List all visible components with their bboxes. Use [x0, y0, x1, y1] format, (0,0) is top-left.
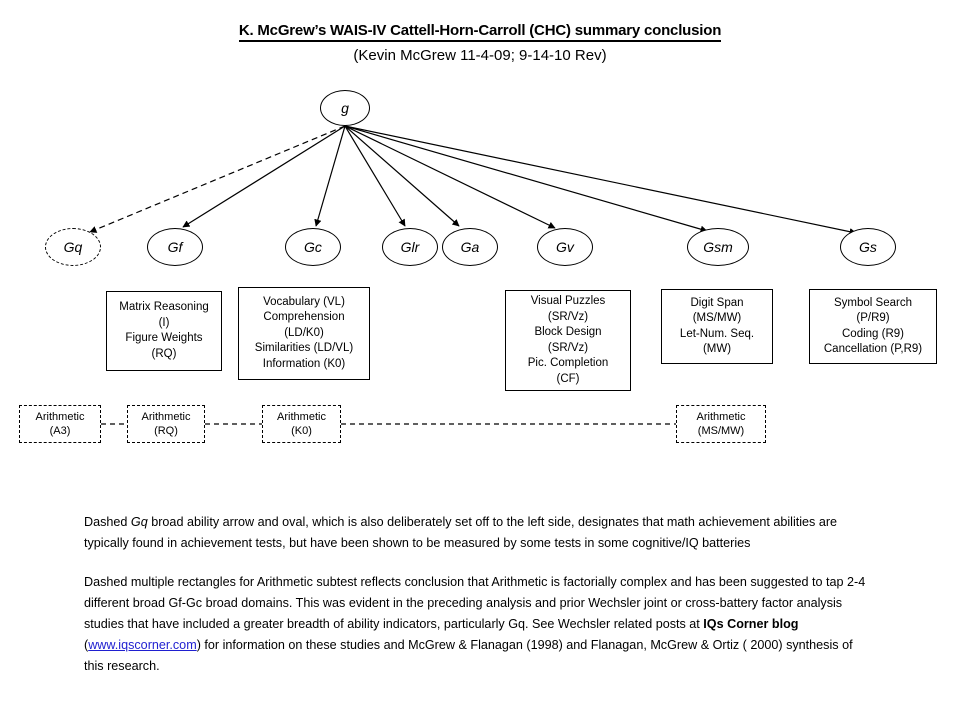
subtest-line: Block Design [534, 326, 602, 338]
node-ga[interactable]: Ga [442, 228, 498, 266]
subtest-line: (SR/Vz) [547, 310, 589, 323]
node-glr-label: Glr [400, 239, 420, 255]
subtest-line: Symbol Search [834, 296, 912, 309]
node-gsm-label: Gsm [703, 239, 733, 255]
subtest-line: Coding (R9) [842, 327, 904, 340]
edge-g-to-gf [182, 125, 346, 228]
subtest-box-gs[interactable]: Symbol Search (P/R9) Coding (R9) Cancell… [809, 289, 937, 364]
footnote-blog-name: IQs Corner blog [703, 617, 799, 631]
arithmetic-box-msmw[interactable]: Arithmetic (MS/MW) [676, 405, 766, 443]
subtest-line: (RQ) [151, 347, 177, 360]
page-title: K. McGrew’s WAIS-IV Cattell-Horn-Carroll… [0, 22, 960, 42]
node-gv-label: Gv [556, 239, 574, 255]
arithmetic-box-a3[interactable]: Arithmetic (A3) [19, 405, 101, 443]
node-gs[interactable]: Gs [840, 228, 896, 266]
footnote-arithmetic-part1: Dashed multiple rectangles for Arithmeti… [84, 575, 866, 631]
subtest-line: Matrix Reasoning [119, 301, 209, 313]
subtest-line: (SR/Vz) [547, 341, 589, 354]
node-gq[interactable]: Gq [45, 228, 101, 266]
edge-g-to-ga [344, 125, 460, 227]
subtest-box-gf[interactable]: Matrix Reasoning (I) Figure Weights (RQ) [106, 291, 222, 371]
arithmetic-name: Arithmetic [277, 410, 326, 423]
arithmetic-box-rq[interactable]: Arithmetic (RQ) [127, 405, 205, 443]
node-g[interactable]: g [320, 90, 370, 126]
arithmetic-code: (A3) [49, 425, 71, 437]
subtest-line: (MS/MW) [692, 312, 742, 324]
subtest-line: (MW) [702, 343, 732, 355]
edge-g-to-gv [344, 125, 556, 229]
node-gf[interactable]: Gf [147, 228, 203, 266]
arithmetic-code: (MS/MW) [697, 425, 745, 437]
subtest-line: (LD/K0) [284, 326, 324, 339]
node-gc[interactable]: Gc [285, 228, 341, 266]
page-title-text: K. McGrew’s WAIS-IV Cattell-Horn-Carroll… [238, 22, 721, 42]
node-gc-label: Gc [304, 239, 322, 255]
node-gs-label: Gs [859, 239, 877, 255]
node-g-label: g [341, 100, 349, 116]
subtest-line: (I) [158, 316, 170, 329]
edge-g-to-gc [314, 125, 346, 227]
arithmetic-name: Arithmetic [141, 410, 191, 423]
footnote-gq: Dashed Gq broad ability arrow and oval, … [84, 512, 874, 554]
subtest-line: Figure Weights [125, 332, 203, 344]
subtest-line: Information (K0) [262, 357, 346, 370]
footnote-gq-part1: Dashed [84, 515, 131, 529]
subtest-line: Visual Puzzles [530, 295, 606, 307]
subtest-line: (CF) [556, 372, 580, 385]
node-gsm[interactable]: Gsm [687, 228, 749, 266]
subtest-line: Similarities (LD/VL) [254, 342, 354, 355]
subtest-line: Cancellation (P,R9) [823, 343, 923, 355]
subtest-box-gc[interactable]: Vocabulary (VL) Comprehension (LD/K0) Si… [238, 287, 370, 380]
subtest-line: Digit Span [690, 296, 744, 309]
arithmetic-name: Arithmetic [35, 410, 85, 423]
subtest-box-gv[interactable]: Visual Puzzles (SR/Vz) Block Design (SR/… [505, 290, 631, 391]
arithmetic-code: (K0) [291, 425, 312, 437]
edge-g-to-glr [344, 125, 406, 227]
footnote-paren-open: ( [84, 638, 89, 652]
footnotes: Dashed Gq broad ability arrow and oval, … [84, 512, 874, 695]
node-gv[interactable]: Gv [537, 228, 593, 266]
node-glr[interactable]: Glr [382, 228, 438, 266]
page-subtitle: (Kevin McGrew 11-4-09; 9-14-10 Rev) [353, 47, 607, 64]
footnote-arithmetic-part2: ) for information on these studies and M… [84, 638, 853, 673]
subtest-line: (P/R9) [856, 312, 890, 324]
iqscorner-link[interactable]: www.iqscorner.com [88, 638, 197, 652]
arithmetic-box-k0[interactable]: Arithmetic (K0) [262, 405, 341, 443]
subtest-box-gsm[interactable]: Digit Span (MS/MW) Let-Num. Seq. (MW) [661, 289, 773, 364]
node-gq-label: Gq [63, 239, 83, 255]
edge-g-to-gs [344, 125, 857, 236]
node-ga-label: Ga [460, 239, 480, 255]
subtest-line: Pic. Completion [527, 357, 609, 369]
footnote-arithmetic: Dashed multiple rectangles for Arithmeti… [84, 572, 874, 677]
subtest-line: Comprehension [263, 311, 345, 324]
footnote-gq-term: Gq [130, 515, 148, 529]
arithmetic-name: Arithmetic [696, 410, 746, 423]
arithmetic-code: (RQ) [154, 425, 178, 437]
node-gf-label: Gf [167, 239, 183, 255]
footnote-gq-part2: broad ability arrow and oval, which is a… [84, 515, 838, 550]
edge-g-to-gq [89, 125, 346, 233]
subtest-line: Vocabulary (VL) [263, 295, 345, 308]
edge-g-to-gsm [344, 125, 708, 233]
subtest-line: Let-Num. Seq. [679, 327, 755, 340]
